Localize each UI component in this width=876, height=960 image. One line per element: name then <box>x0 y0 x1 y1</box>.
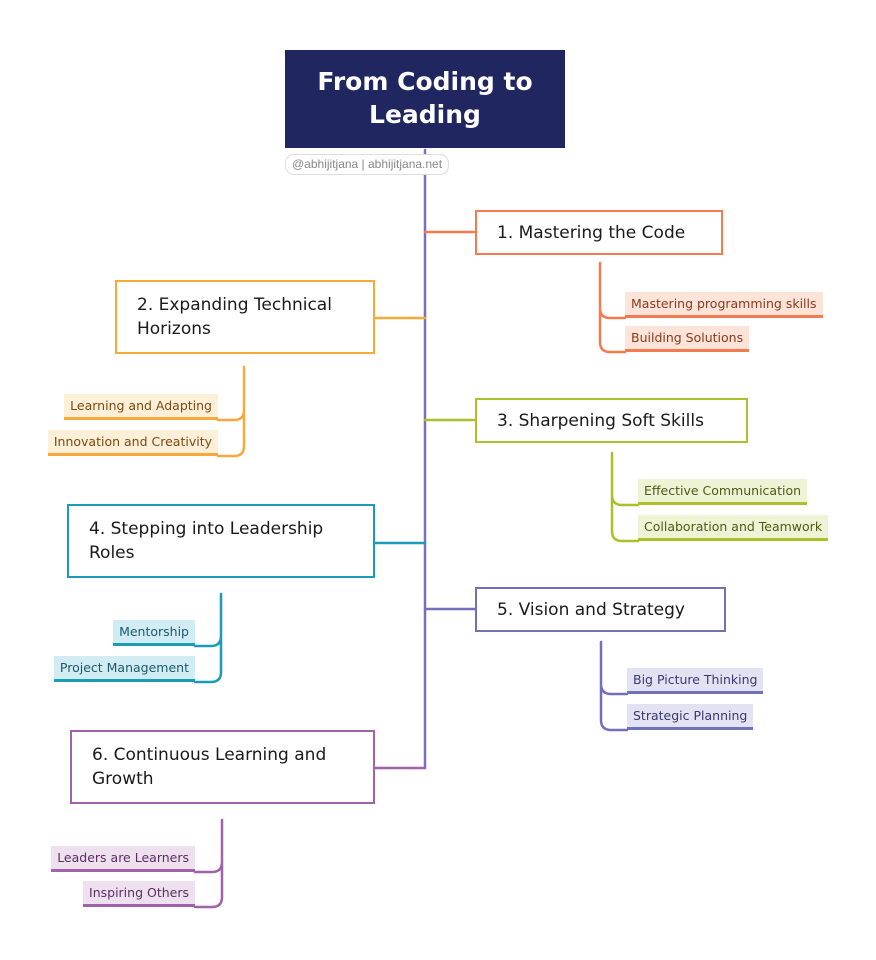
sub-connector-3 <box>610 451 640 543</box>
branch-2[interactable]: 2. Expanding Technical Horizons <box>115 280 375 354</box>
central-topic[interactable]: From Coding to Leading <box>285 50 565 148</box>
sub-connector-4 <box>193 592 223 684</box>
subtopic[interactable]: Innovation and Creativity <box>47 430 218 456</box>
branch-6[interactable]: 6. Continuous Learning and Growth <box>70 730 375 804</box>
subtopic[interactable]: Project Management <box>53 656 195 682</box>
subtopic[interactable]: Collaboration and Teamwork <box>638 515 829 541</box>
sub-connector-5 <box>599 640 629 732</box>
subtopic[interactable]: Learning and Adapting <box>64 394 218 420</box>
branch-4[interactable]: 4. Stepping into Leadership Roles <box>67 504 375 578</box>
sub-connector-1 <box>598 261 627 354</box>
subtopic[interactable]: Leaders are Learners <box>51 846 195 872</box>
subtopic[interactable]: Big Picture Thinking <box>627 668 764 694</box>
subtopic[interactable]: Building Solutions <box>625 326 750 352</box>
sub-connector-2 <box>216 365 246 458</box>
branch-1[interactable]: 1. Mastering the Code <box>475 210 723 255</box>
subtopic[interactable]: Effective Communication <box>638 479 808 505</box>
subtopic[interactable]: Mentorship <box>113 620 195 646</box>
credit-label: @abhijitjana | abhijitjana.net <box>285 154 450 175</box>
subtopic[interactable]: Mastering programming skills <box>625 292 823 318</box>
subtopic[interactable]: Inspiring Others <box>83 881 195 907</box>
branch-5[interactable]: 5. Vision and Strategy <box>475 587 726 632</box>
subtopic[interactable]: Strategic Planning <box>627 704 754 730</box>
sub-connector-6 <box>193 818 224 909</box>
branch-3[interactable]: 3. Sharpening Soft Skills <box>475 398 748 443</box>
